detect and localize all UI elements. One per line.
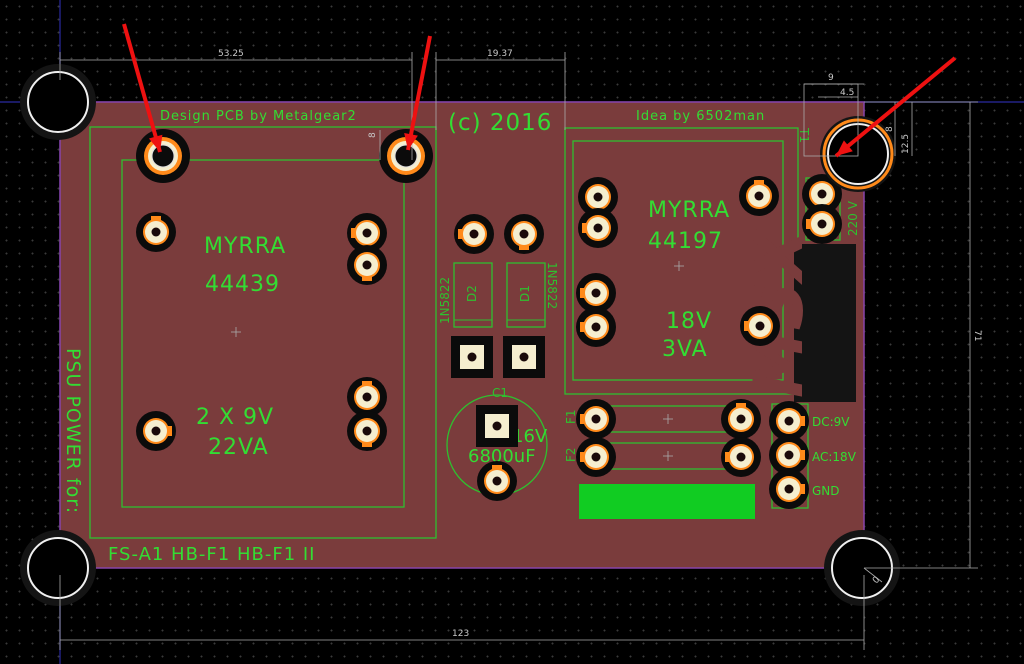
dim-board-height: 71	[972, 330, 982, 341]
square-pad	[451, 336, 493, 378]
small-transformer-rating2: 3VA	[662, 337, 708, 362]
round-pad	[576, 399, 616, 439]
center-mark	[231, 261, 684, 461]
diode-d2-body	[453, 262, 493, 328]
big-transformer-brand: MYRRA	[204, 234, 286, 259]
pads-layer	[136, 129, 842, 509]
mains-connector-mark: 220 V	[846, 200, 860, 236]
red-arrow	[404, 35, 432, 151]
mounting-hole	[20, 64, 96, 140]
fuse-f1-ref: F1	[564, 409, 578, 424]
annotation-arrows	[122, 23, 957, 158]
red-arrow	[834, 56, 957, 158]
diode-d1-name: 1N5822	[545, 262, 559, 309]
square-pad	[503, 336, 545, 378]
connector-label-gnd: GND	[812, 484, 840, 498]
small-transformer-brand: MYRRA	[648, 198, 730, 223]
diode-d2-name: 1N5822	[438, 277, 452, 324]
msx-logo-plate	[794, 244, 856, 402]
credit-idea-text: Idea by 6502man	[636, 109, 765, 124]
fuse-f2-ref: F2	[564, 447, 578, 462]
capacitor-value: 6800uF	[468, 446, 536, 467]
round-pad	[347, 377, 387, 417]
psu-label-text: PSU POWER for:	[62, 348, 84, 514]
models-text: FS-A1 HB-F1 HB-F1 II	[108, 544, 315, 565]
small-transformer-rating1: 18V	[666, 309, 712, 334]
green-copper-fill	[579, 484, 755, 519]
dim-corner: 0	[871, 575, 882, 586]
dim-hole-height: 12.5	[901, 134, 911, 154]
diode-d2-ref: D2	[465, 285, 479, 302]
round-pad	[504, 214, 544, 254]
round-pad	[739, 176, 779, 216]
round-pad	[576, 437, 616, 477]
round-pad	[347, 213, 387, 253]
dim-hole-width: 9	[828, 73, 834, 83]
big-transformer-rating1: 2 X 9V	[196, 405, 274, 430]
big-transformer-outline	[89, 126, 437, 539]
round-pad	[576, 273, 616, 313]
round-pad	[477, 461, 517, 501]
round-pad	[454, 214, 494, 254]
round-pad	[136, 411, 176, 451]
red-arrow	[122, 23, 163, 153]
capacitor-ref: C1	[492, 386, 508, 400]
round-pad	[347, 411, 387, 451]
diode-d1-body	[506, 262, 546, 328]
diode-d1-ref: D1	[518, 285, 532, 302]
small-transformer-part: 44197	[648, 229, 723, 254]
mounting-hole	[20, 530, 96, 606]
round-pad	[578, 177, 618, 217]
transformer-mount-pin	[136, 129, 190, 183]
dim-hole-spacing: 53.25	[218, 49, 244, 59]
connector-label-dc9v: DC:9V	[812, 415, 850, 429]
round-pad	[769, 401, 809, 441]
transformer-mount-pin	[379, 129, 433, 183]
round-pad	[802, 204, 842, 244]
round-pad	[576, 307, 616, 347]
dimension-annotations	[59, 52, 978, 650]
round-pad	[769, 435, 809, 475]
big-transformer-inner-outline	[121, 159, 405, 508]
dim-board-width: 123	[452, 629, 469, 639]
round-pad	[136, 212, 176, 252]
square-pad	[476, 405, 518, 447]
big-transformer-rating2: 22VA	[208, 435, 269, 460]
round-pad	[721, 399, 761, 439]
round-pad	[578, 208, 618, 248]
round-pad	[740, 306, 780, 346]
capacitor-voltage: 16V	[512, 426, 548, 447]
dim-hole-offset: 8	[368, 132, 378, 138]
dim-hole-offset-v: 8	[885, 126, 895, 132]
big-transformer-part: 44439	[205, 272, 280, 297]
round-pad	[347, 245, 387, 285]
dim-gap: 19.37	[487, 49, 513, 59]
connector-label-ac18v: AC:18V	[812, 450, 857, 464]
mounting-hole	[824, 530, 900, 606]
copyright-text: (c) 2016	[448, 110, 552, 136]
credit-design-text: Design PCB by Metalgear2	[160, 109, 357, 124]
round-pad	[721, 437, 761, 477]
dim-hole-half: 4.5	[840, 88, 854, 98]
small-transformer-inner-outline	[572, 140, 784, 381]
round-pad	[769, 469, 809, 509]
